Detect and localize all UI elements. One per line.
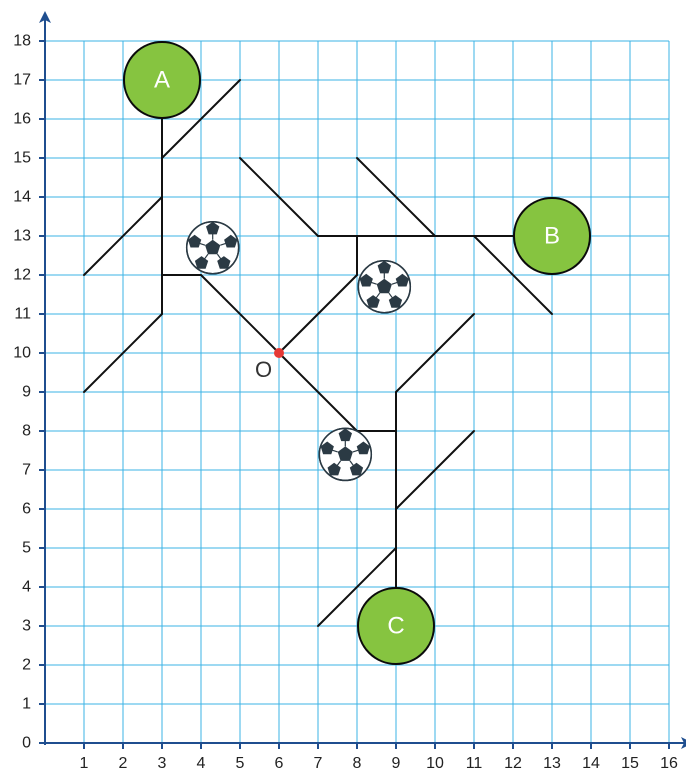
- y-tick-label: 3: [22, 618, 31, 635]
- x-tick-label: 10: [426, 755, 444, 772]
- origin-point: [274, 348, 284, 358]
- x-tick-label: 6: [275, 755, 284, 772]
- goal-label: A: [154, 67, 170, 94]
- x-tick-label: 16: [660, 755, 678, 772]
- y-tick-label: 18: [13, 33, 31, 50]
- y-tick-label: 0: [22, 735, 31, 752]
- origin-label: O: [255, 357, 272, 382]
- x-tick-label: 8: [353, 755, 362, 772]
- y-tick-label: 7: [22, 462, 31, 479]
- y-tick-label: 8: [22, 423, 31, 440]
- goal-b: B: [514, 198, 590, 274]
- y-tick-label: 14: [13, 189, 31, 206]
- y-tick-label: 1: [22, 696, 31, 713]
- y-tick-label: 12: [13, 267, 31, 284]
- goal-label: B: [544, 223, 560, 250]
- x-tick-label: 13: [543, 755, 561, 772]
- x-tick-label: 3: [158, 755, 167, 772]
- x-tick-label: 5: [236, 755, 245, 772]
- x-tick-label: 7: [314, 755, 323, 772]
- goal-label: C: [387, 613, 404, 640]
- y-tick-label: 11: [14, 306, 31, 323]
- x-tick-label: 4: [197, 755, 206, 772]
- x-tick-label: 1: [80, 755, 89, 772]
- x-tick-label: 11: [466, 755, 483, 772]
- y-tick-label: 13: [13, 228, 31, 245]
- y-tick-label: 4: [22, 579, 31, 596]
- y-tick-label: 2: [22, 657, 31, 674]
- soccer-ball-icon: [358, 261, 410, 313]
- soccer-ball-icon: [187, 222, 239, 274]
- goal-c: C: [358, 588, 434, 664]
- x-tick-label: 2: [119, 755, 128, 772]
- y-tick-label: 9: [22, 384, 31, 401]
- y-tick-label: 17: [13, 72, 31, 89]
- y-tick-label: 6: [22, 501, 31, 518]
- soccer-ball-icon: [319, 428, 371, 480]
- x-tick-label: 12: [504, 755, 522, 772]
- y-tick-label: 15: [13, 150, 31, 167]
- x-tick-label: 14: [582, 755, 600, 772]
- x-tick-label: 15: [621, 755, 639, 772]
- y-tick-label: 16: [13, 111, 31, 128]
- y-tick-label: 5: [22, 540, 31, 557]
- grid: [45, 41, 669, 743]
- goal-a: A: [124, 42, 200, 118]
- y-tick-label: 10: [13, 345, 31, 362]
- soccer-balls: [187, 222, 411, 481]
- x-tick-label: 9: [392, 755, 401, 772]
